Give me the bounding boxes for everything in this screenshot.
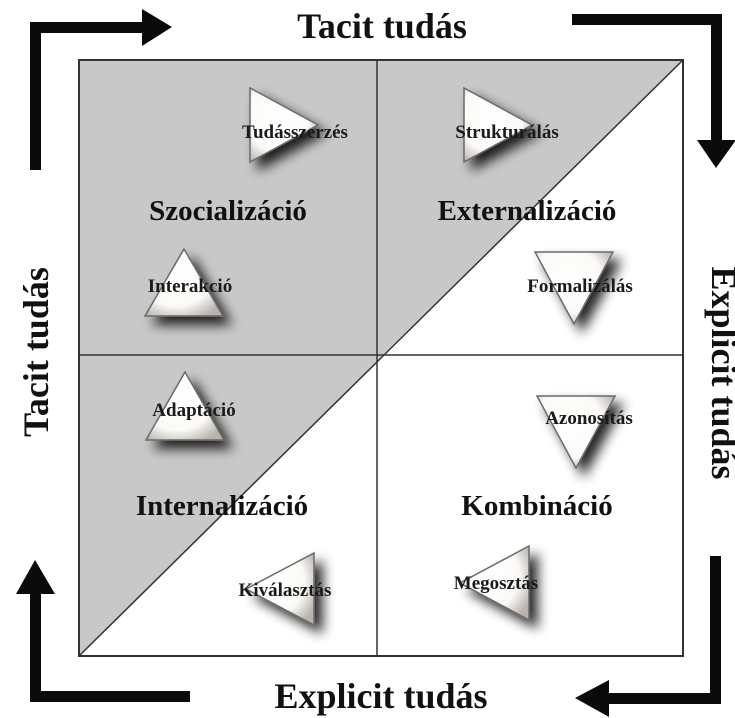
quadrant-label-bottom-right: Kombináció — [461, 490, 612, 522]
quadrant-label-top-left: Szocializáció — [149, 195, 307, 227]
quadrant-label-bottom-left: Internalizáció — [136, 490, 308, 522]
corner-arrow-icon-bottom-left — [16, 560, 190, 702]
diagonal-divider — [78, 59, 684, 657]
triangle-icon-formalizalas — [533, 251, 615, 326]
process-label-interakcio: Interakció — [148, 276, 232, 297]
triangle-icon-interakcio — [143, 247, 225, 317]
process-label-tudasszerzes: Tudásszerzés — [242, 122, 348, 143]
triangle-icon-megosztas — [458, 544, 530, 622]
axis-label-right: Explicit tudás — [704, 266, 735, 479]
axis-label-bottom: Explicit tudás — [274, 676, 487, 716]
matrix-frame — [78, 59, 684, 657]
quadrant-label-top-right: Externalizáció — [438, 195, 617, 227]
triangle-icon-strukturalas — [463, 86, 534, 164]
process-label-adaptacio: Adaptáció — [152, 400, 235, 421]
process-label-kivalasztas: Kiválasztás — [239, 580, 332, 601]
process-label-megosztas: Megosztás — [454, 573, 538, 594]
triangle-icon-tudasszerzes — [249, 86, 320, 164]
triangle-icon-azonositas — [535, 395, 617, 470]
process-label-strukturalas: Strukturálás — [455, 122, 558, 143]
triangle-icon-kivalasztas — [244, 551, 315, 627]
triangle-icon-adaptacio — [144, 370, 226, 441]
axis-label-left: Tacit tudás — [16, 267, 56, 437]
corner-arrow-icon-top-left — [30, 9, 172, 170]
process-label-azonositas: Azonosítás — [545, 408, 633, 429]
corner-arrow-icon-bottom-right — [575, 556, 721, 717]
process-label-formalizalas: Formalizálás — [527, 276, 633, 297]
axis-label-top: Tacit tudás — [297, 6, 467, 46]
corner-arrow-icon-top-right — [572, 14, 735, 168]
